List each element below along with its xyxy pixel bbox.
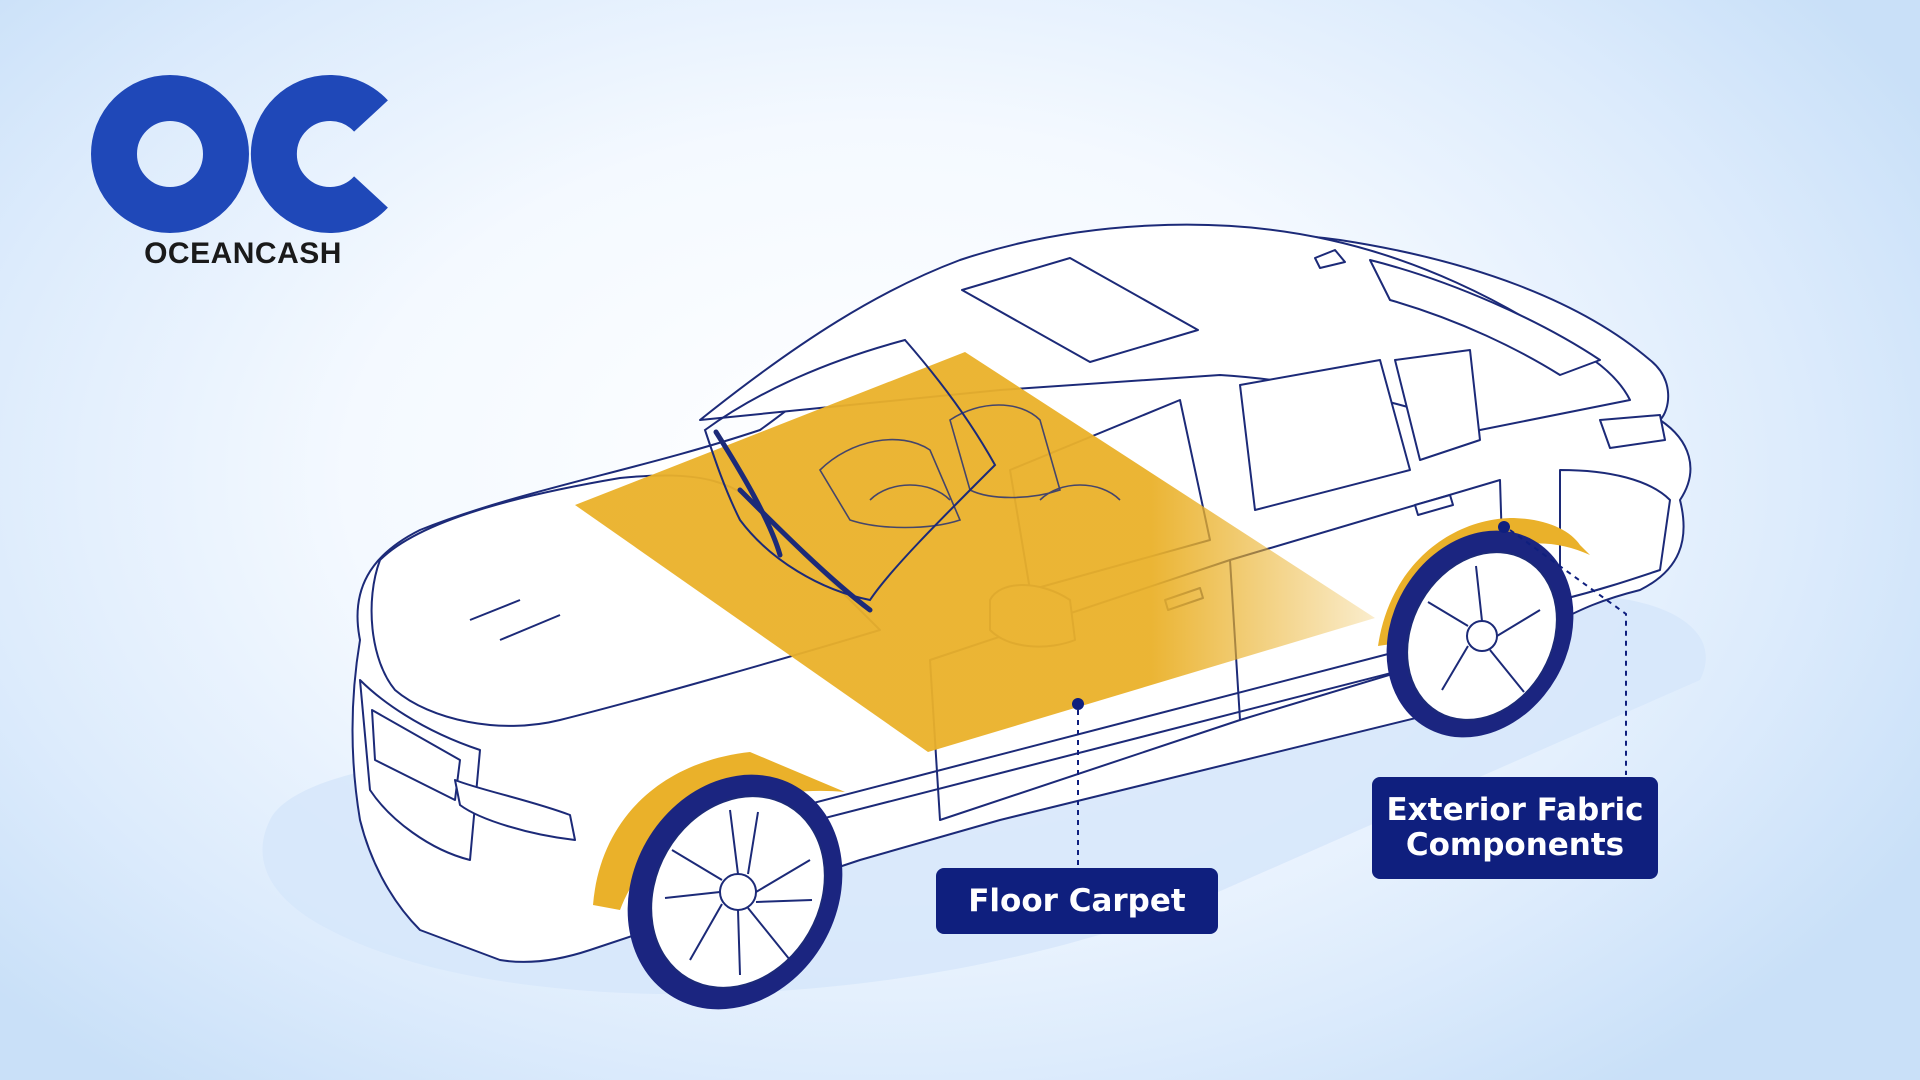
oc-logo-icon [91,75,388,233]
rear-wheel [1378,518,1590,738]
front-wheel [593,752,845,1010]
exterior-fabric-pointer [1498,521,1627,775]
exterior-fabric-line2: Components [1405,827,1625,863]
floor-carpet-text: Floor Carpet [968,882,1186,919]
exterior-fabric-line1: Exterior Fabric [1386,792,1644,829]
exterior-fabric-label: Exterior Fabric Components [1372,777,1658,879]
brand-name: OCEANCASH [144,237,342,270]
floor-carpet-highlight [575,352,1375,752]
floor-carpet-label: Floor Carpet [936,868,1218,934]
floor-carpet-pointer [1072,698,1084,866]
wiper-icon [713,429,783,558]
windshield [703,338,997,613]
interior-outline [818,404,1121,529]
